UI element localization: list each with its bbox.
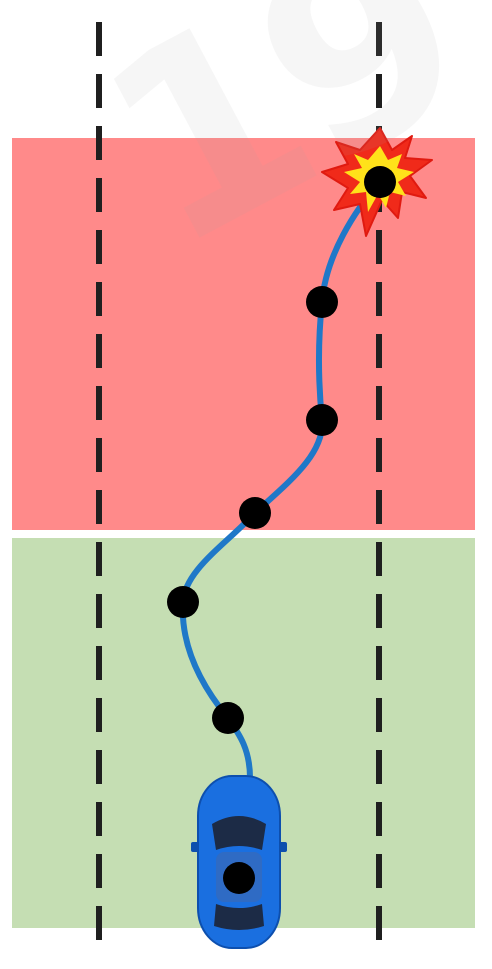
waypoint (364, 166, 396, 198)
waypoint (167, 586, 199, 618)
car-windshield (212, 816, 266, 850)
car-icon (191, 775, 287, 949)
car-mirror-left (191, 842, 199, 852)
waypoint (223, 862, 255, 894)
car-mirror-right (279, 842, 287, 852)
waypoint (306, 286, 338, 318)
waypoint (212, 702, 244, 734)
car-rear-window (214, 904, 264, 930)
waypoint (306, 404, 338, 436)
waypoints (167, 166, 396, 734)
waypoint (239, 497, 271, 529)
